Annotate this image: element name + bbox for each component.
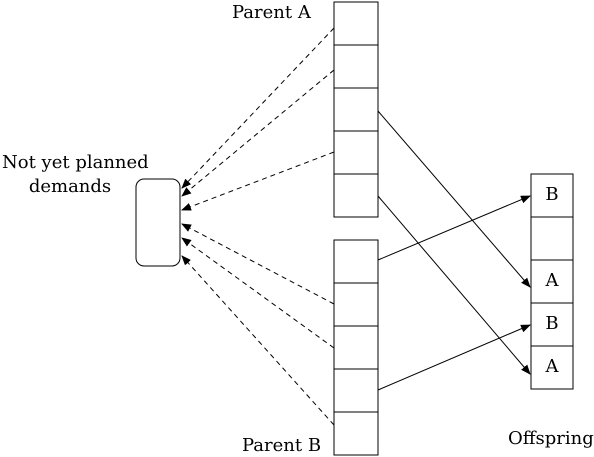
parent-b-gene-3 — [333, 325, 379, 370]
parent-b-chromosome — [333, 239, 379, 456]
parent-b-label: Parent B — [242, 435, 322, 456]
solid-arrows-to-offspring — [377, 110, 531, 391]
solid-arrow-a3-to-o3 — [377, 110, 531, 288]
parent-a-gene-1 — [333, 1, 379, 46]
parent-a-gene-2 — [333, 44, 379, 89]
dashed-arrow-a2 — [181, 69, 335, 197]
offspring-gene-1-label: B — [545, 184, 559, 205]
parent-b-gene-5 — [333, 411, 379, 456]
parent-a-gene-3 — [333, 87, 379, 132]
parent-b-gene-2 — [333, 282, 379, 327]
offspring-gene-4-label: B — [545, 313, 559, 334]
dashed-arrow-a4 — [181, 151, 335, 211]
offspring-label: Offspring — [508, 428, 594, 449]
unplanned-demands-box — [135, 178, 181, 267]
parent-a-label: Parent A — [232, 2, 311, 23]
parent-a-chromosome — [333, 1, 379, 218]
solid-arrow-b1-to-o1 — [377, 195, 531, 261]
solid-arrow-a5-to-o5 — [377, 195, 531, 375]
dashed-arrow-b3 — [181, 237, 335, 349]
dashed-arrow-a1 — [181, 27, 335, 189]
offspring-gene-3-label: A — [545, 270, 559, 291]
dashed-arrow-b2 — [181, 223, 335, 305]
offspring-chromosome — [530, 173, 574, 390]
parent-b-gene-4 — [333, 368, 379, 413]
parent-b-gene-1 — [333, 239, 379, 284]
offspring-gene-5-label: A — [545, 356, 559, 377]
unplanned-demands-label-line-2: demands — [28, 176, 112, 197]
unplanned-demands-label-line-1: Not yet planned — [2, 152, 149, 173]
solid-arrow-b4-to-o4 — [377, 324, 531, 391]
offspring-gene-2 — [530, 216, 574, 261]
offspring-gene-5 — [530, 345, 574, 390]
parent-a-gene-4 — [333, 130, 379, 175]
unplanned-demands-label: Not yet planned demands — [2, 151, 149, 199]
dashed-arrow-b5 — [181, 255, 335, 426]
parent-a-gene-5 — [333, 173, 379, 218]
dashed-arrows-to-pool — [181, 27, 335, 426]
